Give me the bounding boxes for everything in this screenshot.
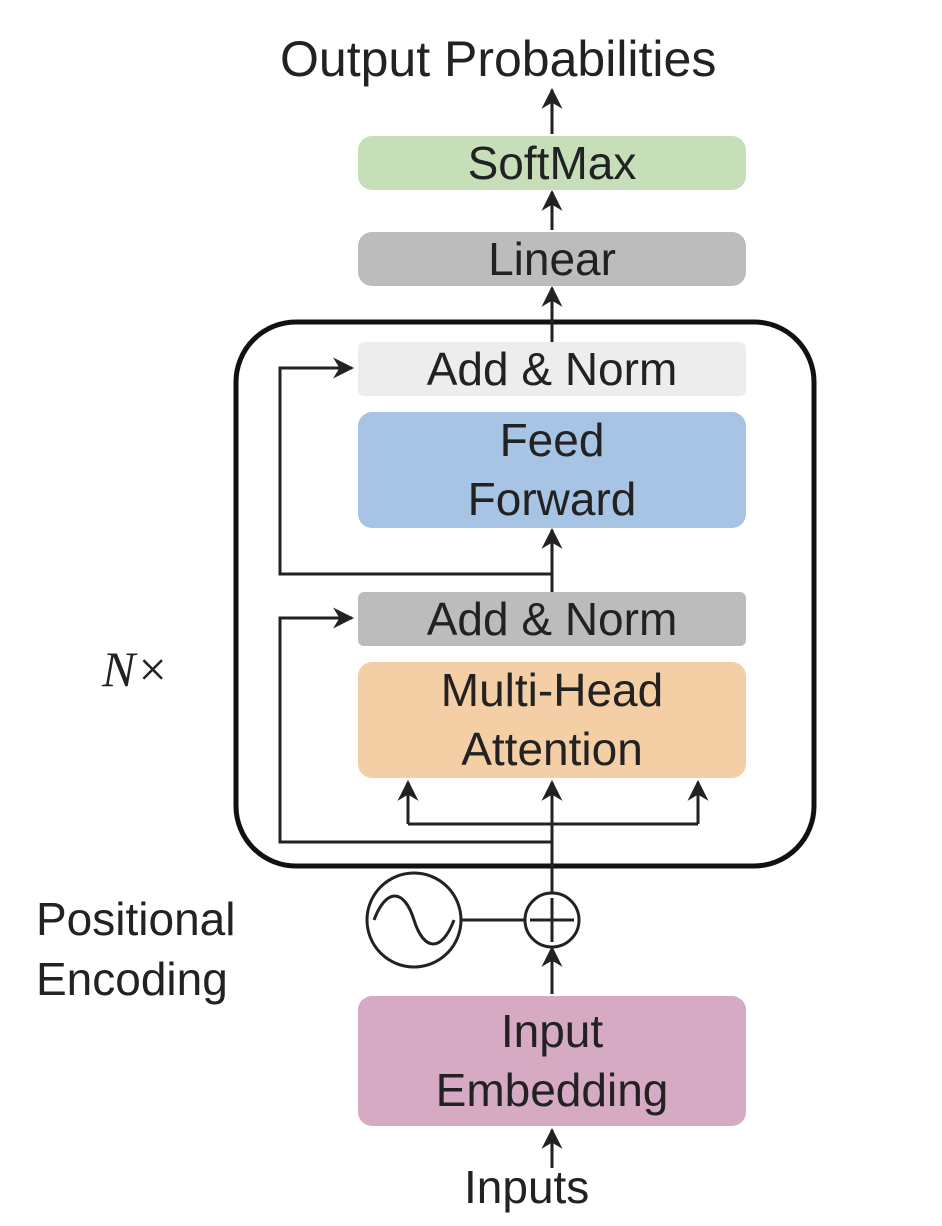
positional-encoding-line2: Encoding [36,952,228,1005]
residual-connection-1 [278,607,552,844]
input-embedding-block: Input Embedding [358,996,746,1126]
add-norm-bottom-label: Add & Norm [426,592,678,645]
feed-forward-block: Feed Forward [358,412,746,528]
residual-connection-2 [278,357,552,576]
inputs-label: Inputs [464,1161,590,1213]
positional-encoding-label: Positional Encoding [36,890,235,1010]
repeat-n-label: N× [102,641,170,697]
feed-forward-line2: Forward [467,473,637,525]
encoder-stack-container [233,319,817,869]
input-embedding-line1: Input [500,1005,604,1058]
add-norm-top-label: Add & Norm [426,342,678,395]
add-norm-block-bottom: Add & Norm [358,592,746,646]
sine-wave-icon [365,871,463,969]
feed-forward-line1: Feed [499,414,605,467]
linear-label: Linear [488,232,616,285]
multi-head-attention-line2: Attention [461,723,643,775]
softmax-block: SoftMax [358,136,746,190]
positional-encoding-line1: Positional [36,893,236,945]
multi-head-attention-line1: Multi-Head [440,664,664,717]
output-probabilities-label: Output Probabilities [280,31,717,87]
multi-head-attention-block: Multi-Head Attention [358,662,746,778]
add-norm-block-top: Add & Norm [358,342,746,396]
linear-block: Linear [358,232,746,286]
softmax-label: SoftMax [467,136,637,189]
input-embedding-line2: Embedding [435,1064,669,1116]
add-operator-icon [523,891,581,949]
